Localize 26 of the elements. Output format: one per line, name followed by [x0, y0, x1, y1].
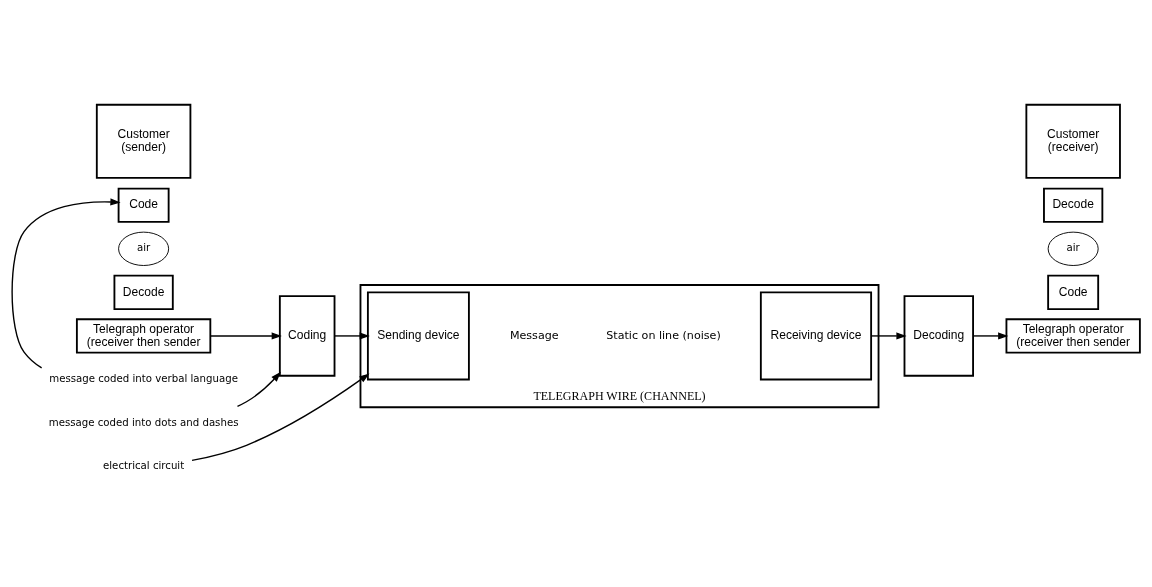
node-box: Decoding — [903, 294, 974, 377]
arrow — [11, 197, 121, 369]
arrow — [870, 331, 907, 339]
node-box: Customer (sender) — [95, 103, 192, 179]
node-box: Sending device — [366, 290, 470, 380]
label: Message — [509, 328, 559, 342]
arrow — [972, 331, 1009, 339]
node-box: Coding — [278, 294, 336, 377]
arrow — [333, 331, 370, 339]
arrow — [191, 372, 370, 461]
node-box: Code — [1047, 274, 1100, 310]
node-box: Receiving device — [759, 290, 873, 380]
node-text: electrical circuit — [103, 459, 185, 471]
node-box: Customer (receiver) — [1025, 103, 1121, 179]
node-ellipse: air — [1047, 231, 1099, 266]
node-text: message coded into verbal language — [49, 372, 238, 384]
node-box: Telegraph operator (receiver then sender — [75, 317, 212, 354]
node-box: Code — [117, 187, 170, 223]
node-ellipse: air — [118, 231, 170, 266]
arrow — [236, 371, 281, 407]
node-box: Decode — [1043, 187, 1104, 223]
arrow — [209, 331, 282, 339]
node-text: message coded into dots and dashes — [48, 416, 239, 428]
label: Static on line (noise) — [606, 328, 721, 342]
node-box: Telegraph operator (receiver then sender — [1005, 317, 1141, 354]
node-box: Decode — [113, 274, 174, 310]
